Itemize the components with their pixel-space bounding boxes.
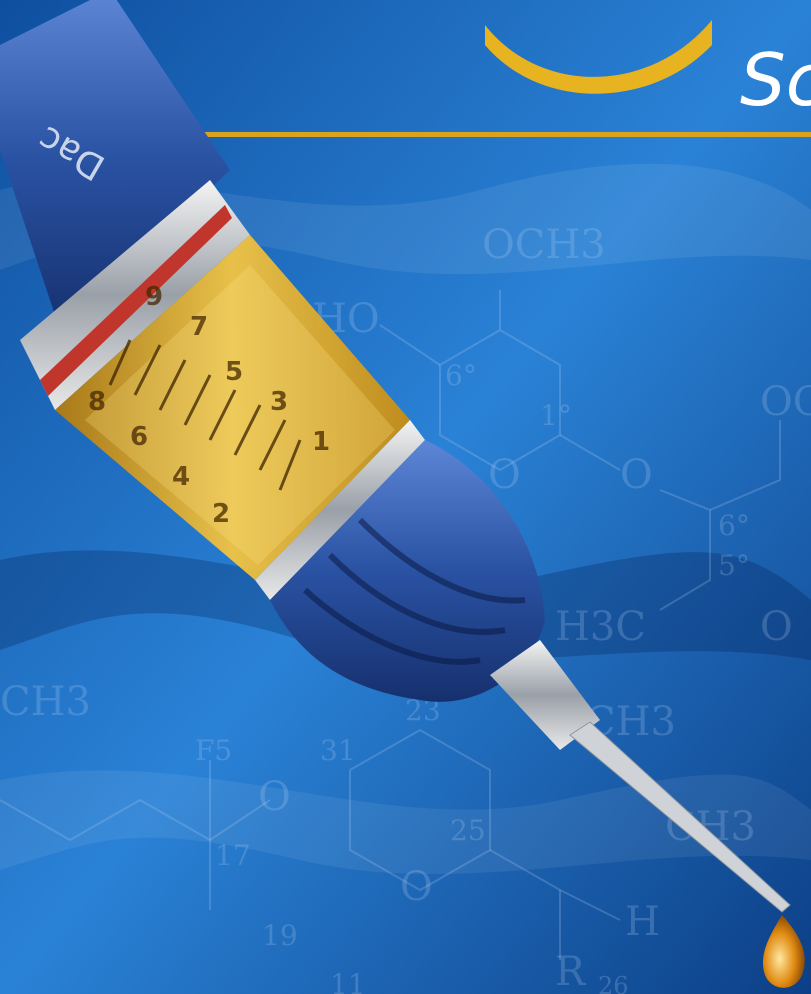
label-oc: OC: [760, 379, 811, 425]
label-26: 26: [598, 972, 629, 994]
label-och3: OCH3: [482, 222, 606, 268]
label-25: 25: [450, 814, 486, 847]
syringe-red-ring: [40, 205, 232, 396]
syringe-scale: [108, 339, 302, 491]
label-o-4: O: [258, 774, 291, 820]
needle: [569, 721, 791, 913]
chemical-structure: [0, 290, 781, 960]
scale-num-8: 8: [88, 387, 106, 417]
label-5deg: 5°: [718, 549, 750, 582]
label-f5: F5: [195, 734, 232, 767]
scale-num-6: 6: [130, 422, 148, 452]
label-h3c: H3C: [555, 604, 646, 650]
label-h: H: [625, 899, 660, 945]
scale-num-7: 7: [190, 312, 208, 342]
label-6deg-b: 6°: [718, 509, 750, 542]
label-o-3: O: [760, 604, 793, 650]
scale-num-5: 5: [225, 357, 243, 387]
scale-num-4: 4: [172, 462, 190, 492]
scale-num-1: 1: [312, 427, 330, 457]
label-31: 31: [320, 734, 356, 767]
syringe-upper-body: [0, 0, 230, 330]
label-17: 17: [215, 839, 251, 872]
syringe-grip: [270, 440, 545, 702]
oil-drop: [762, 915, 805, 988]
label-11: 11: [330, 968, 366, 994]
syringe-scale-numbers: 9 7 5 3 1 8 6 4 2: [88, 282, 330, 529]
label-o-2: O: [620, 452, 653, 498]
label-o-1: O: [488, 452, 521, 498]
label-o-5: O: [400, 864, 433, 910]
logo-swoosh: [485, 20, 712, 94]
title-fragment: Sc: [740, 38, 811, 122]
label-19: 19: [262, 919, 298, 952]
label-r: R: [555, 949, 587, 994]
label-1deg: 1°: [540, 399, 572, 432]
label-6deg: 6°: [445, 359, 477, 392]
needle-hub: [490, 640, 600, 750]
scale-num-2: 2: [212, 499, 230, 529]
scale-num-9: 9: [145, 282, 163, 312]
scale-num-3: 3: [270, 387, 288, 417]
syringe-oil-barrel: [55, 235, 410, 580]
gold-divider: [120, 132, 811, 137]
syringe-lower-ring: [255, 420, 425, 600]
label-ch3-left: CH3: [0, 679, 91, 725]
